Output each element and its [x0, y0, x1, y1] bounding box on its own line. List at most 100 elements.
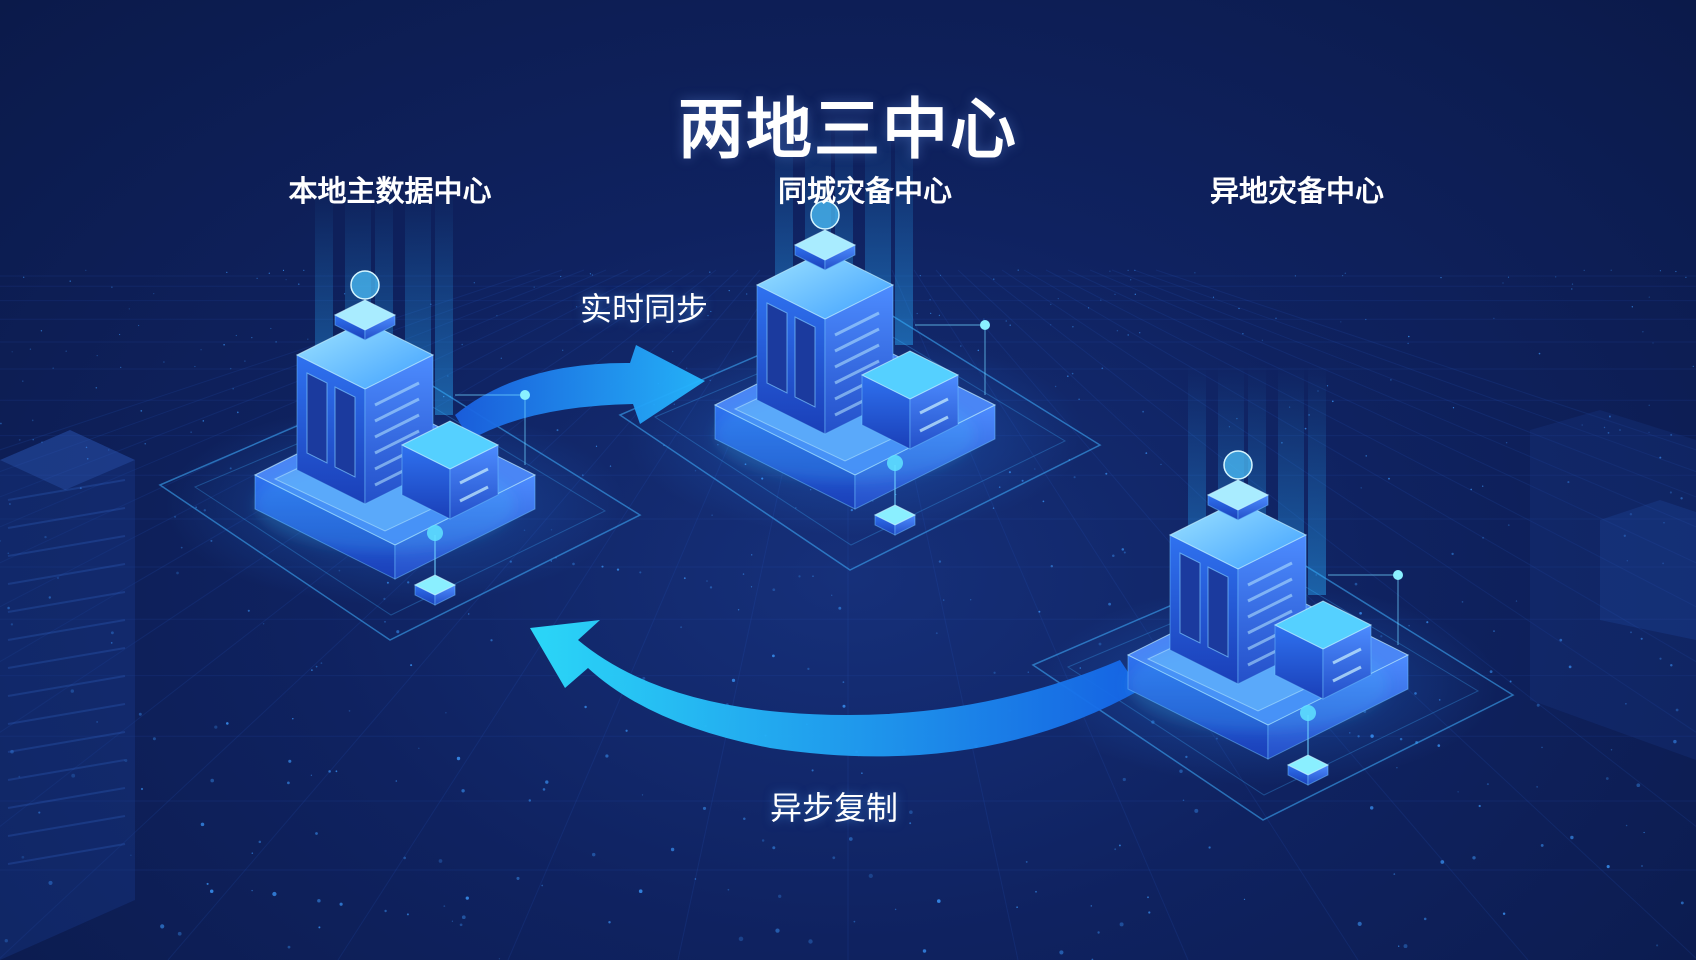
grid-dot [516, 876, 520, 880]
grid-dot [1659, 657, 1662, 660]
grid-dot [275, 341, 277, 343]
grid-dot [560, 275, 562, 278]
grid-dot [909, 822, 912, 825]
grid-dot [251, 852, 254, 854]
grid-dot [894, 908, 897, 911]
grid-dot [163, 361, 165, 363]
grid-dot [1440, 860, 1445, 864]
grid-dot [935, 632, 938, 635]
background-building-stripe [7, 535, 126, 557]
grid-dot [500, 357, 502, 359]
grid-dot [153, 292, 155, 295]
grid-dot [292, 718, 294, 720]
grid-dot [1641, 865, 1643, 867]
grid-dot [970, 599, 972, 601]
grid-dot [993, 278, 995, 280]
grid-dot [616, 568, 620, 571]
grid-dot [1071, 372, 1074, 375]
grid-dot [48, 880, 53, 885]
grid-dot [575, 306, 578, 308]
grid-dot [467, 613, 470, 615]
grid-dot [38, 811, 41, 814]
grid-dot [808, 939, 813, 944]
grid-dot [1630, 631, 1632, 634]
grid-dot [223, 343, 225, 346]
circuit-dot [1393, 570, 1403, 580]
top-beacon [810, 200, 840, 230]
server-box-slot [919, 415, 949, 433]
grid-dot [1606, 865, 1610, 869]
grid-dot [1478, 804, 1481, 808]
grid-dot [1142, 410, 1144, 413]
grid-dot [778, 894, 782, 898]
arrow-realtime-sync [455, 345, 705, 440]
grid-dot [262, 623, 265, 625]
grid-dot [8, 503, 11, 505]
grid-dot [1652, 342, 1654, 344]
grid-dot [1670, 664, 1673, 667]
grid-dot [1470, 488, 1473, 491]
grid-dot [229, 367, 232, 370]
grid-dot [1116, 329, 1119, 332]
grid-dot [498, 958, 501, 960]
server-vent [374, 429, 420, 455]
grid-dot [562, 349, 564, 351]
grid-dot [728, 289, 730, 292]
grid-dot [1515, 600, 1518, 602]
server-box-top-face [1273, 600, 1373, 650]
background-building-stripe [7, 759, 126, 781]
grid-dot [731, 678, 736, 683]
connector-cube-top-face [873, 504, 917, 526]
grid-dot [272, 891, 277, 897]
grid-dot [542, 788, 546, 791]
grid-dot [210, 778, 214, 783]
grid-dot [318, 926, 321, 929]
circuit-dot [980, 320, 990, 330]
light-beam [895, 115, 913, 345]
grid-dot [10, 623, 14, 626]
grid-dot [750, 586, 753, 588]
grid-dot [1648, 296, 1650, 298]
grid-dot [461, 915, 466, 920]
server-rack-door [794, 316, 816, 408]
grid-dot [1608, 415, 1611, 418]
server-vent [834, 311, 880, 337]
grid-dot [288, 759, 292, 763]
arrow-layer [455, 345, 1140, 757]
grid-dot [29, 348, 32, 350]
grid-dot [1101, 367, 1104, 370]
grid-dot [320, 662, 323, 664]
grid-dot [1127, 334, 1129, 336]
grid-dot [591, 274, 594, 276]
grid-dot [1502, 912, 1506, 915]
grid-dot [268, 272, 270, 274]
grid-dot [236, 411, 239, 414]
grid-dot [605, 754, 609, 758]
light-beam [1308, 365, 1326, 595]
grid-dot [310, 774, 313, 776]
grid-dot [21, 855, 25, 859]
grid-dot [1009, 324, 1011, 326]
grid-dot [270, 327, 272, 330]
grid-dot [496, 314, 498, 317]
grid-dot [751, 554, 753, 556]
grid-dot [772, 654, 775, 658]
grid-dot [298, 283, 300, 285]
grid-dot [608, 920, 611, 924]
grid-dot [641, 794, 644, 796]
grid-dot [317, 899, 321, 903]
grid-dot [1605, 777, 1609, 780]
server-tower-top-face [295, 320, 435, 390]
grid-dot [761, 839, 765, 842]
grid-dot [1105, 472, 1108, 475]
grid-dot [1559, 638, 1563, 642]
light-beam [435, 185, 453, 415]
grid-dot [1118, 844, 1121, 847]
grid-dot [706, 580, 708, 582]
grid-dot [1294, 275, 1297, 277]
grid-dot [7, 552, 10, 555]
grid-dot [595, 445, 598, 447]
grid-dot [1042, 500, 1045, 503]
grid-dot [1538, 352, 1541, 355]
